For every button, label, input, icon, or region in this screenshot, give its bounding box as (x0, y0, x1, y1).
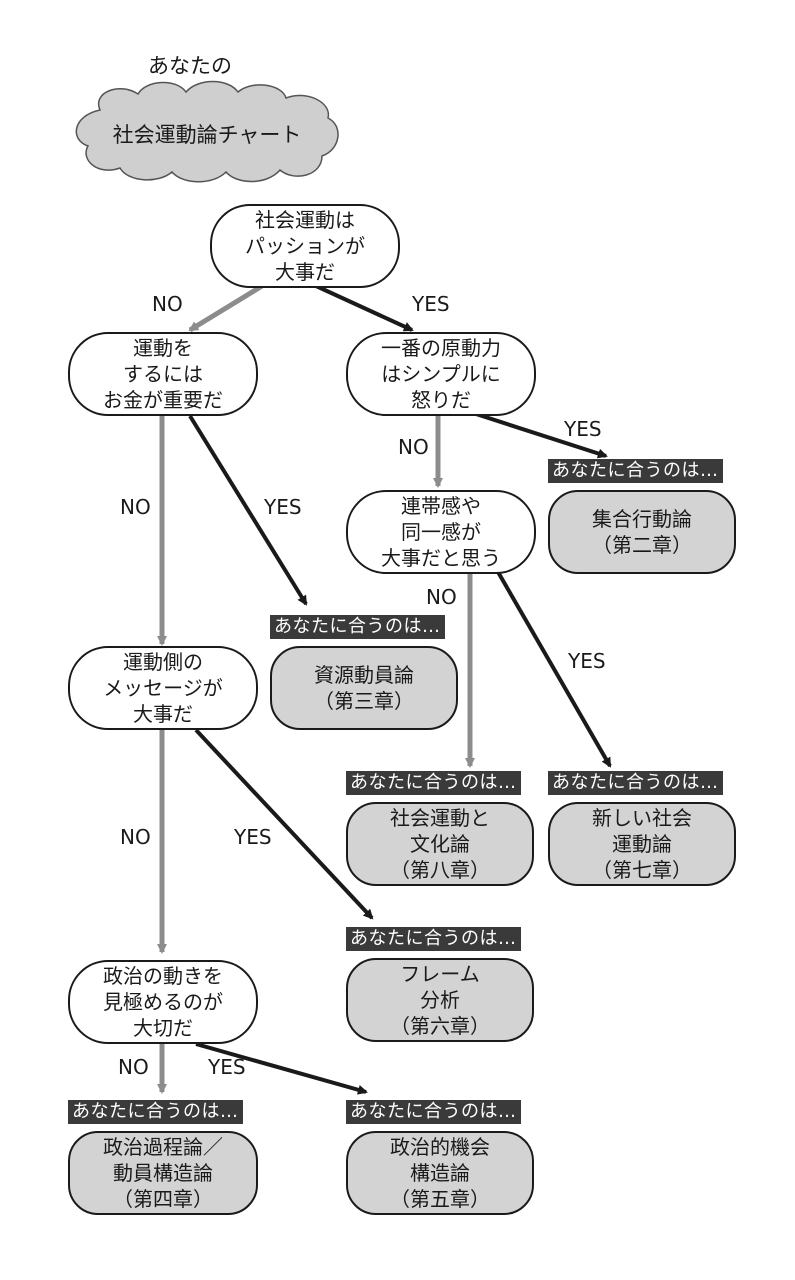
arrow-q6-yes (195, 1042, 368, 1095)
arrow-q1-no (188, 283, 264, 333)
result-tag: あなたに合うのは… (270, 615, 445, 639)
label-yes: YES (568, 649, 606, 673)
result-resource-mobilization: 資源動員論 （第三章） (270, 646, 458, 730)
label-no: NO (426, 585, 457, 609)
label-yes: YES (412, 292, 450, 316)
result-tag: あなたに合うのは… (346, 927, 521, 951)
arrow-q3-yes (475, 412, 608, 459)
cloud-shape (75, 80, 339, 183)
result-political-process: 政治過程論／ 動員構造論 （第四章） (68, 1131, 258, 1215)
result-tag: あなたに合うのは… (346, 1100, 521, 1124)
question-anger: 一番の原動力 はシンプルに 怒りだ (346, 332, 536, 416)
result-tag: あなたに合うのは… (68, 1100, 243, 1124)
label-no: NO (120, 825, 151, 849)
result-tag: あなたに合うのは… (548, 771, 723, 795)
result-new-social-movements: 新しい社会 運動論 （第七章） (548, 802, 736, 886)
question-politics: 政治の動きを 見極めるのが 大切だ (68, 960, 258, 1044)
question-passion: 社会運動は パッションが 大事だ (210, 204, 400, 288)
label-yes: YES (264, 495, 302, 519)
label-no: NO (152, 292, 183, 316)
result-tag: あなたに合うのは… (346, 771, 521, 795)
arrow-q4-yes (496, 571, 612, 768)
label-yes: YES (564, 417, 602, 441)
question-solidarity: 連帯感や 同一感が 大事だと思う (346, 490, 536, 574)
result-culture: 社会運動と 文化論 （第八章） (346, 802, 534, 886)
question-message: 運動側の メッセージが 大事だ (68, 646, 258, 730)
result-political-opportunity: 政治的機会 構造論 （第五章） (346, 1131, 534, 1215)
label-yes: YES (208, 1055, 246, 1079)
result-frame-analysis: フレーム 分析 （第六章） (346, 958, 534, 1042)
chart-caption: あなたの (148, 54, 232, 78)
label-no: NO (120, 495, 151, 519)
chart-title: 社会運動論チャート (112, 123, 302, 147)
result-collective-behavior: 集合行動論 （第二章） (548, 490, 736, 574)
question-money: 運動を するには お金が重要だ (68, 332, 258, 416)
arrow-q2-yes (188, 414, 308, 606)
arrow-q5-yes (194, 728, 374, 920)
result-tag: あなたに合うのは… (548, 459, 723, 483)
label-no: NO (118, 1055, 149, 1079)
label-no: NO (398, 435, 429, 459)
label-yes: YES (234, 825, 272, 849)
arrow-q1-yes (315, 284, 414, 332)
